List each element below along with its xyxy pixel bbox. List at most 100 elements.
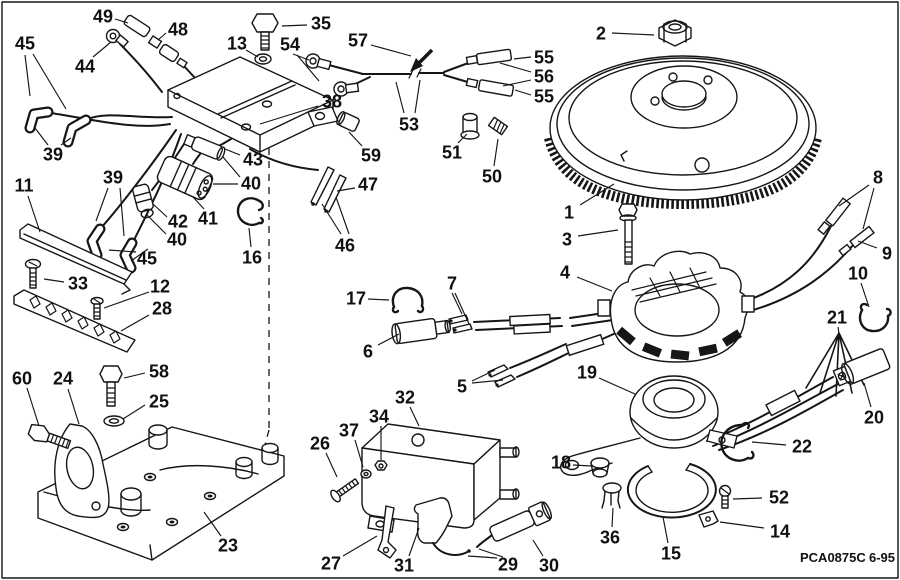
callout-leader-line — [662, 516, 669, 544]
callout-label-58: 58 — [149, 362, 169, 382]
callout-leader-line — [838, 184, 870, 207]
callout-label-28: 28 — [152, 299, 172, 319]
bolt-60 — [27, 423, 72, 450]
callout-label-56: 56 — [534, 67, 554, 87]
callout-label-2: 2 — [596, 24, 606, 44]
callout-leader-line — [296, 54, 320, 82]
callout-label-40: 40 — [167, 230, 187, 250]
callout-leader-line — [245, 49, 259, 58]
callout-leader-line — [335, 196, 350, 235]
callout-label-27: 27 — [321, 554, 341, 574]
callout-label-9: 9 — [882, 244, 892, 264]
callout-label-44: 44 — [75, 57, 95, 77]
coil-washer-37 — [360, 469, 372, 479]
callout-leader-line — [598, 377, 636, 395]
wire-clip-10 — [858, 302, 892, 333]
power-pack-washer — [254, 53, 272, 65]
callout-leader-line — [60, 137, 72, 146]
callout-leader-line — [457, 133, 468, 144]
callout-label-18: 18 — [551, 453, 571, 473]
callout-leader-line — [92, 41, 112, 58]
spark-plug-boot-31 — [413, 497, 471, 556]
callout-leader-line — [732, 497, 763, 500]
callout-leader-line — [414, 79, 421, 114]
callout-leader-line — [325, 452, 338, 478]
callout-leader-line — [123, 372, 146, 379]
stator-bolt — [618, 203, 638, 265]
callout-label-17: 17 — [346, 289, 366, 309]
callout-label-3: 3 — [562, 230, 572, 250]
wire-clip-16 — [236, 197, 264, 226]
callout-leader-line — [146, 214, 167, 235]
callout-leader-line — [192, 196, 205, 210]
callout-label-50: 50 — [482, 167, 502, 187]
callout-leader-line — [579, 183, 615, 206]
callout-label-46: 46 — [335, 236, 355, 256]
callout-label-39: 39 — [103, 168, 123, 188]
callout-leader-line — [513, 56, 532, 60]
callout-label-52: 52 — [769, 488, 789, 508]
spring-50 — [487, 116, 509, 136]
callout-leader-line — [157, 32, 167, 41]
callout-leader-line — [611, 507, 614, 528]
callout-label-14: 14 — [770, 522, 790, 542]
callout-label-16: 16 — [242, 248, 262, 268]
callout-leader-line — [514, 89, 532, 96]
clamp-strip-plain — [19, 223, 133, 295]
callout-leader-line — [862, 187, 875, 230]
callout-label-41: 41 — [198, 209, 218, 229]
lead-sleeves-center — [509, 313, 605, 357]
callout-leader-line — [95, 187, 109, 222]
callout-leader-line — [502, 79, 532, 87]
harness-wires — [49, 43, 319, 243]
pin-terminals — [310, 166, 347, 213]
callout-leader-line — [43, 278, 65, 283]
callout-leader-line — [454, 292, 470, 325]
alignment-dashed-line — [262, 148, 270, 453]
callout-leader-line — [67, 388, 80, 425]
grommet-51 — [460, 112, 480, 140]
callout-label-39: 39 — [43, 145, 63, 165]
callout-label-38: 38 — [322, 92, 342, 112]
charge-lead-terminals — [817, 197, 875, 257]
coil-clamp-27 — [377, 505, 397, 559]
callout-leader-line — [26, 387, 40, 427]
callout-label-48: 48 — [168, 20, 188, 40]
screw-12 — [90, 296, 104, 320]
callout-leader-line — [377, 333, 400, 346]
callout-leader-line — [348, 131, 363, 147]
stator — [597, 250, 755, 363]
trigger-coil-assembly — [560, 375, 738, 477]
callout-label-36: 36 — [600, 528, 620, 548]
callout-leader-line — [108, 249, 137, 253]
callout-leader-line — [409, 406, 420, 427]
callout-label-8: 8 — [873, 168, 883, 188]
callout-label-13: 13 — [227, 34, 247, 54]
callout-leader-line — [751, 441, 787, 446]
callout-leader-line — [222, 156, 241, 178]
pin-terminals-7 — [448, 314, 473, 334]
figure-part-code: PCA0875C — [800, 550, 866, 565]
coil-screw-26 — [330, 478, 360, 503]
callout-leader-line — [451, 292, 463, 315]
clamp-22 — [720, 421, 755, 462]
callout-leader-line — [719, 521, 765, 529]
callout-leader-line — [857, 240, 878, 249]
connector-20 — [832, 348, 891, 387]
screw-33 — [24, 258, 42, 289]
callout-label-24: 24 — [53, 369, 73, 389]
callout-leader-line — [532, 539, 544, 557]
coil-nut-34 — [374, 460, 388, 471]
callout-leader-line — [292, 53, 310, 61]
connector-small — [132, 183, 154, 219]
washer-25 — [103, 415, 125, 427]
callout-leader-line — [27, 195, 41, 233]
connector-4-pin — [156, 155, 214, 201]
callout-label-54: 54 — [280, 35, 300, 55]
callout-label-19: 19 — [577, 363, 597, 383]
pin-terminals-5 — [487, 364, 516, 388]
nut-18 — [590, 457, 610, 478]
